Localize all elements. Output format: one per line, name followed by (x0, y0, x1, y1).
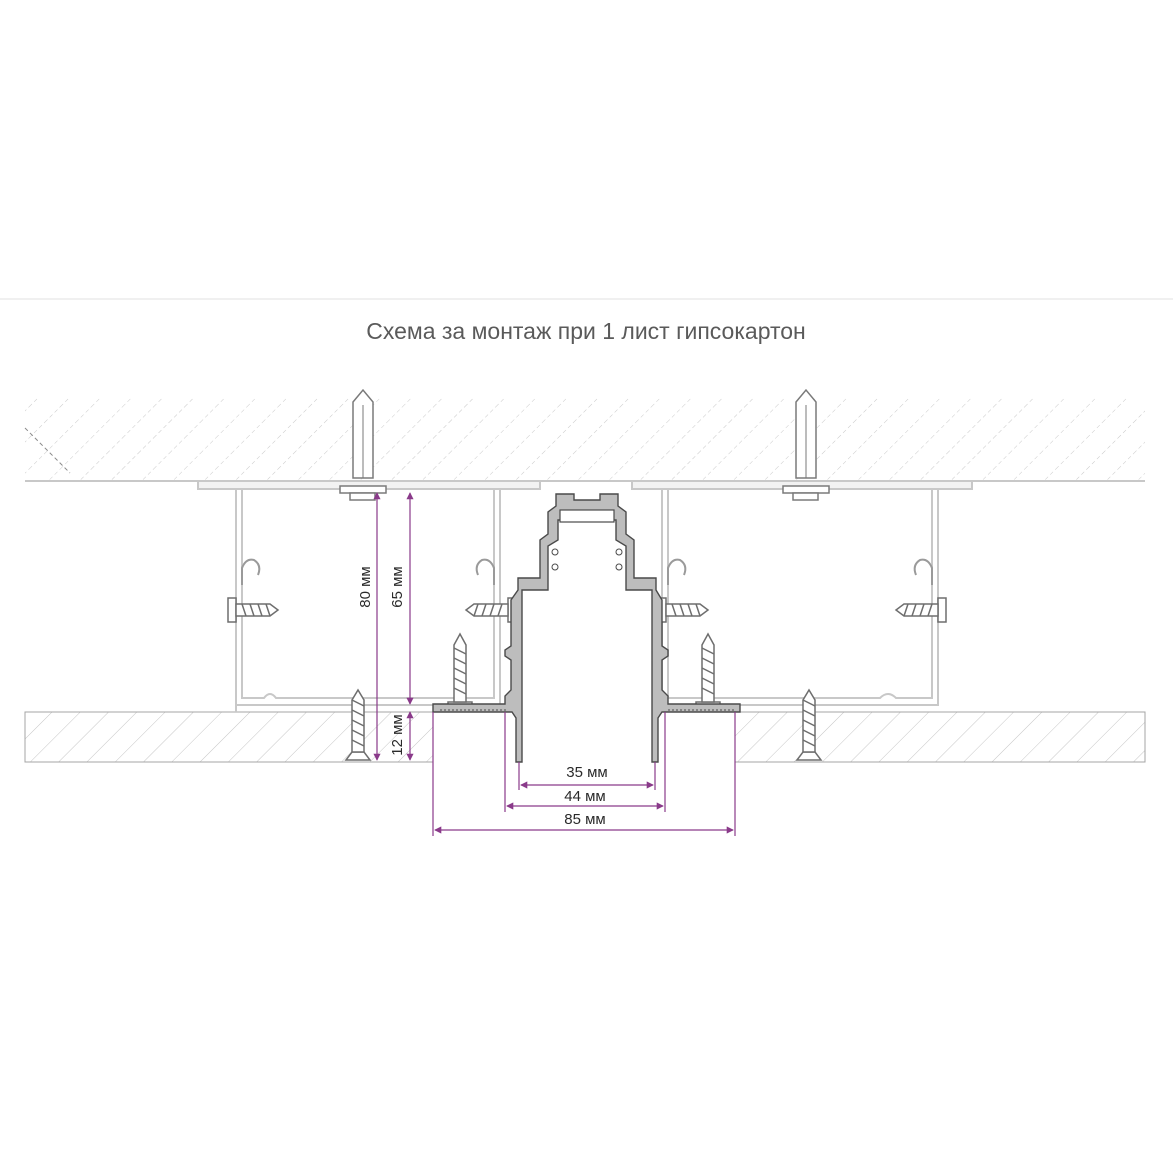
profile-screw-left (447, 632, 473, 709)
right-ceiling-channel (631, 480, 973, 706)
ceiling-anchor-left (339, 388, 387, 501)
dim-label-44: 44 мм (564, 788, 605, 805)
profile-screw-right (695, 632, 721, 709)
screw-left-2 (464, 597, 517, 623)
track-profile (432, 493, 741, 763)
hook-brackets (241, 558, 933, 585)
vertical-screws (344, 632, 823, 761)
ceiling-anchor-right (782, 388, 830, 501)
board-screw-left (344, 688, 372, 761)
dim-label-80: 80 мм (357, 566, 374, 607)
plasterboard-sheet (24, 711, 1146, 763)
dim-label-12: 12 мм (389, 714, 406, 755)
screw-right-2 (894, 597, 947, 623)
screw-right-1 (657, 597, 710, 623)
board-screw-right (795, 688, 823, 761)
dim-label-65: 65 мм (389, 566, 406, 607)
dim-label-85: 85 мм (564, 811, 605, 828)
diagram-title: Схема за монтаж при 1 лист гипсокартон (366, 318, 806, 344)
horizontal-screws (227, 597, 947, 623)
ceiling-slab (24, 398, 1145, 482)
dim-label-35: 35 мм (566, 764, 607, 781)
screw-left-1 (227, 597, 280, 623)
dimension-lines (373, 492, 736, 836)
